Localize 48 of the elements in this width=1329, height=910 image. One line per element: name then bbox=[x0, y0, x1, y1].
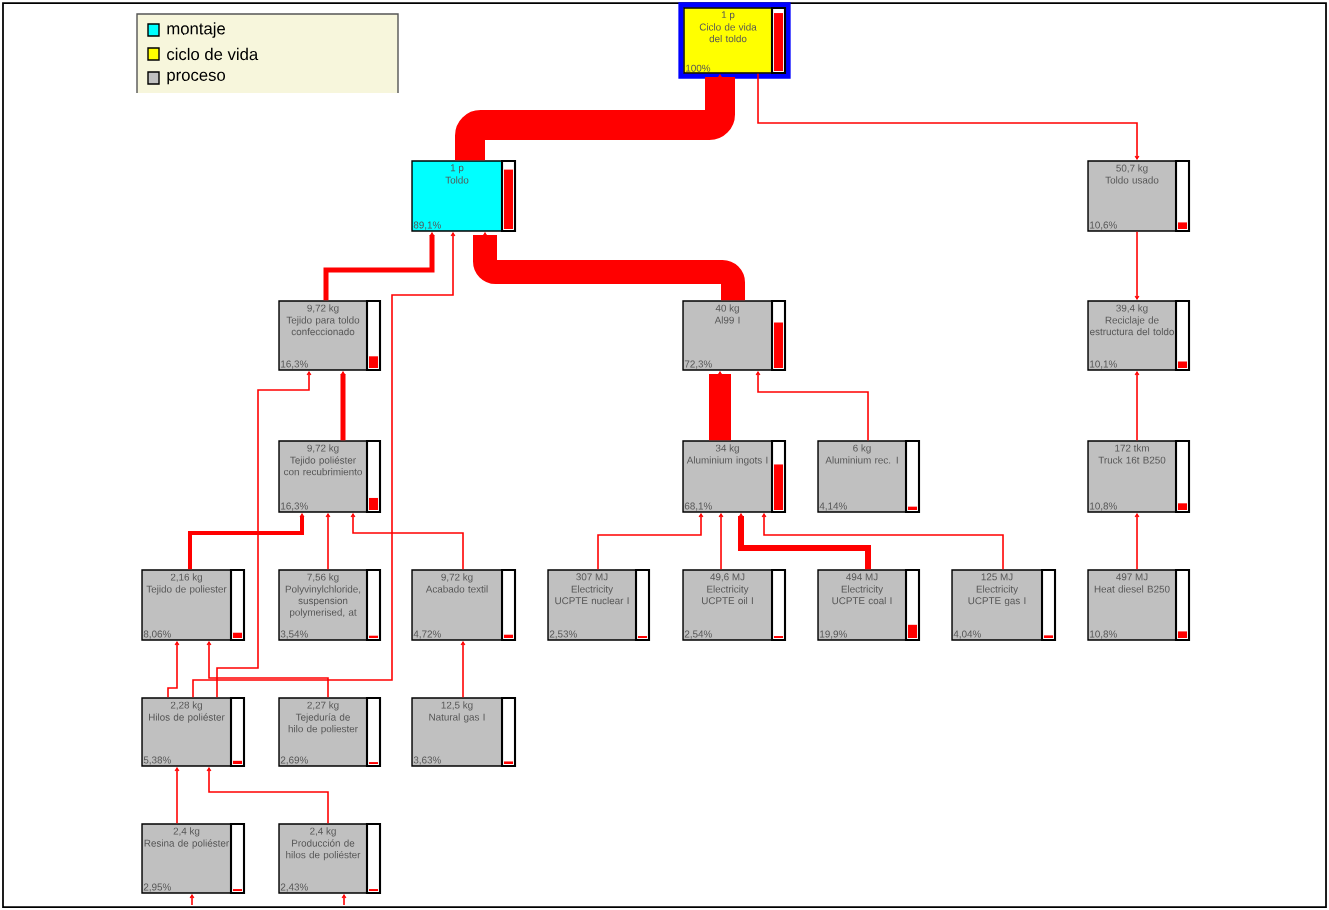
flow-arrow bbox=[188, 513, 305, 570]
process-box: 9,72 kg Acabado textil 4,72% bbox=[411, 568, 517, 642]
flow-arrow bbox=[1134, 371, 1140, 442]
process-box: 49,6 MJ Electricity UCPTE oil I 2,54% bbox=[682, 568, 787, 642]
process-box: 307 MJ Electricity UCPTE nuclear I 2,53% bbox=[547, 568, 651, 642]
process-box: 39,4 kg Reciclaje de estructura del toldo 10,1% bbox=[1087, 299, 1191, 372]
process-box: 2,16 kg Tejido de poliester 8,06% bbox=[141, 568, 246, 642]
legend-label: montaje bbox=[167, 22, 225, 38]
flow-arrow bbox=[460, 641, 466, 699]
process-box: 1 p Toldo 89,1% bbox=[411, 159, 517, 233]
flow-arrow bbox=[738, 513, 871, 570]
flow-arrow bbox=[350, 513, 464, 571]
process-box: 2,4 kg Producción de hilos de poliéster 2,43% bbox=[278, 822, 382, 895]
flow-arrow bbox=[718, 513, 724, 571]
process-box: 2,4 kg Resina de poliéster 2,95% bbox=[141, 822, 246, 895]
process-box: 6 kg Aluminium rec. I 4,14% bbox=[817, 439, 921, 514]
process-box: 172 tkm Truck 16t B250 10,8% bbox=[1087, 439, 1191, 514]
process-box: 9,72 kg Tejido para toldo confeccionado 16,3% bbox=[278, 299, 382, 372]
process-box: 34 kg Aluminium ingots I 68,1% bbox=[682, 439, 787, 514]
flow-arrow bbox=[761, 513, 1004, 571]
process-box: 2,28 kg Hilos de poliéster 5,38% bbox=[141, 696, 246, 768]
flow-arrow bbox=[1134, 230, 1140, 300]
flow-arrow bbox=[755, 371, 869, 442]
flow-arrow bbox=[216, 371, 312, 699]
process-box: 50,7 kg Toldo usado 10,6% bbox=[1087, 159, 1191, 233]
process-box: 125 MJ Electricity UCPTE gas I 4,04% bbox=[951, 568, 1057, 642]
flow-arrow bbox=[167, 641, 180, 699]
flow-arrow bbox=[1134, 513, 1140, 571]
flow-arrow bbox=[192, 232, 456, 699]
legend-label: ciclo de vida bbox=[167, 47, 259, 61]
legend-label: proceso bbox=[167, 71, 226, 85]
flow-arrow bbox=[206, 641, 329, 699]
flow-arrow bbox=[189, 894, 195, 906]
flow-arrow bbox=[455, 74, 735, 161]
flow-arrow bbox=[597, 513, 704, 571]
process-box: 497 MJ Heat diesel B250 10,8% bbox=[1087, 568, 1191, 642]
flow-arrow bbox=[757, 72, 1140, 160]
flow-arrow bbox=[325, 513, 331, 571]
process-box: 1 p Ciclo de vida del toldo 100% bbox=[678, 2, 791, 79]
flow-arrow bbox=[206, 767, 329, 825]
process-box: 7,56 kg Polyvinylchloride, suspension polymerised, at 3,54% bbox=[278, 568, 382, 642]
flow-arrow bbox=[323, 232, 435, 301]
flow-arrow bbox=[174, 767, 180, 825]
flow-arrow bbox=[473, 232, 745, 301]
flow-arrow bbox=[341, 894, 347, 906]
process-box: 2,27 kg Tejeduría de hilo de poliester 2,69% bbox=[278, 696, 382, 768]
process-box: 9,72 kg Tejido poliéster con recubrimiento 16,3% bbox=[278, 439, 382, 514]
flow-arrow bbox=[340, 371, 346, 441]
